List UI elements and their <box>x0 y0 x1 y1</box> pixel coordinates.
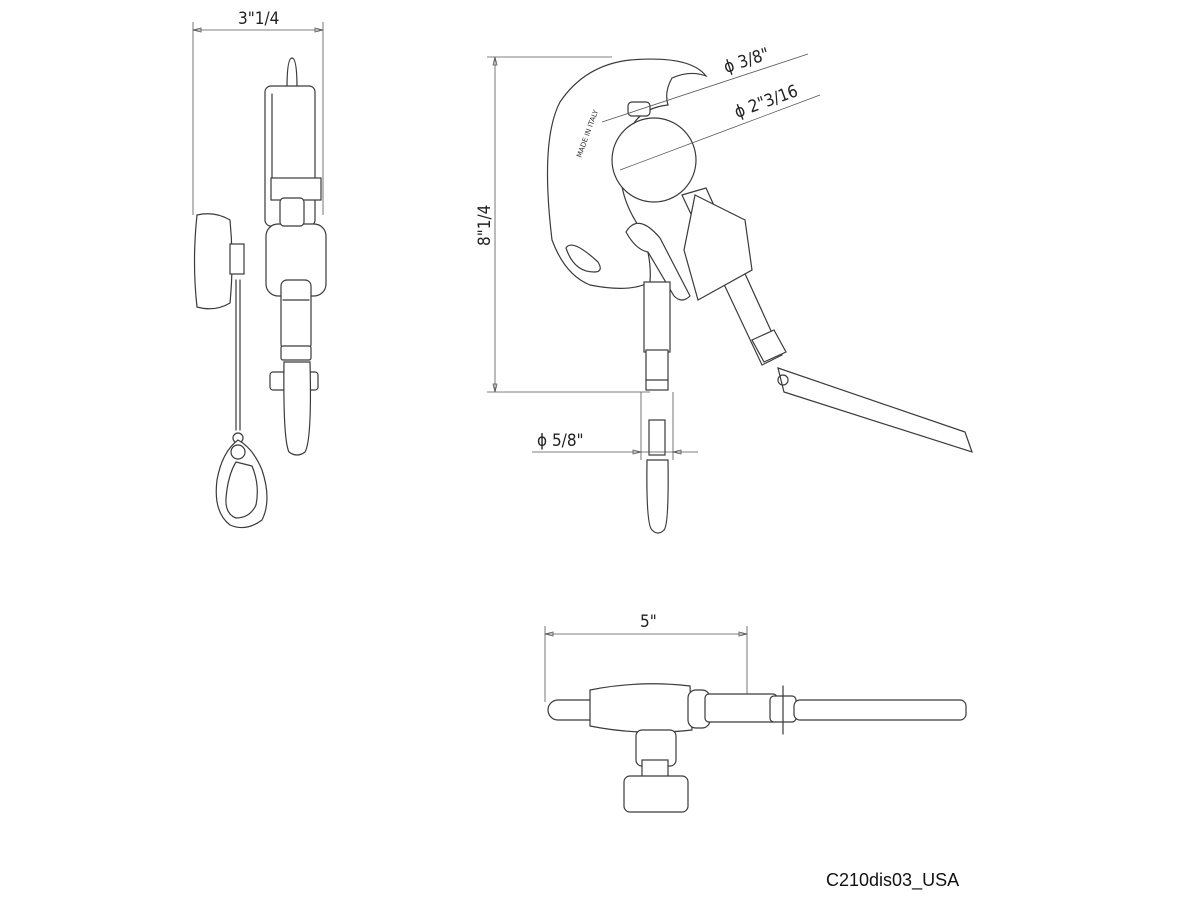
safety-loop-front <box>646 459 669 534</box>
side-view: 3"1/4 <box>192 9 327 529</box>
dimension-width-side: 3"1/4 <box>192 9 324 215</box>
dimension-height-front: 8"1/4 <box>475 56 650 393</box>
tube-section <box>611 117 697 203</box>
dimension-length-top: 5" <box>544 612 748 702</box>
top-view: 5" <box>544 612 967 813</box>
top-body <box>589 683 693 733</box>
small-bolt <box>627 101 651 117</box>
jaw-slot <box>565 244 601 273</box>
front-view: 8"1/4 MADE IN ITALY ϕ 5/8" <box>475 44 973 534</box>
swivel-loop-side <box>283 361 312 456</box>
dimension-label-tube: ϕ 2"3/16 <box>732 81 801 122</box>
handle-bar <box>777 367 973 453</box>
top-pin <box>286 57 298 89</box>
knob-side <box>193 213 233 310</box>
dimension-label-pin: ϕ 5/8" <box>537 431 584 451</box>
dimension-label-length: 5" <box>640 612 657 632</box>
shaft-side <box>280 279 312 351</box>
spigot <box>643 281 671 353</box>
dimension-label-width: 3"1/4 <box>238 9 279 29</box>
top-tube <box>704 693 778 723</box>
top-handle-bar <box>793 699 967 721</box>
dimension-label-small: ϕ 3/8" <box>721 44 771 77</box>
dimension-pin-dia: ϕ 5/8" <box>532 431 698 455</box>
t-handle <box>625 222 691 301</box>
dimension-label-height: 8"1/4 <box>475 205 495 246</box>
top-knob <box>623 775 689 813</box>
carabiner <box>215 439 268 529</box>
drawing-code: C210dis03_USA <box>826 870 960 890</box>
